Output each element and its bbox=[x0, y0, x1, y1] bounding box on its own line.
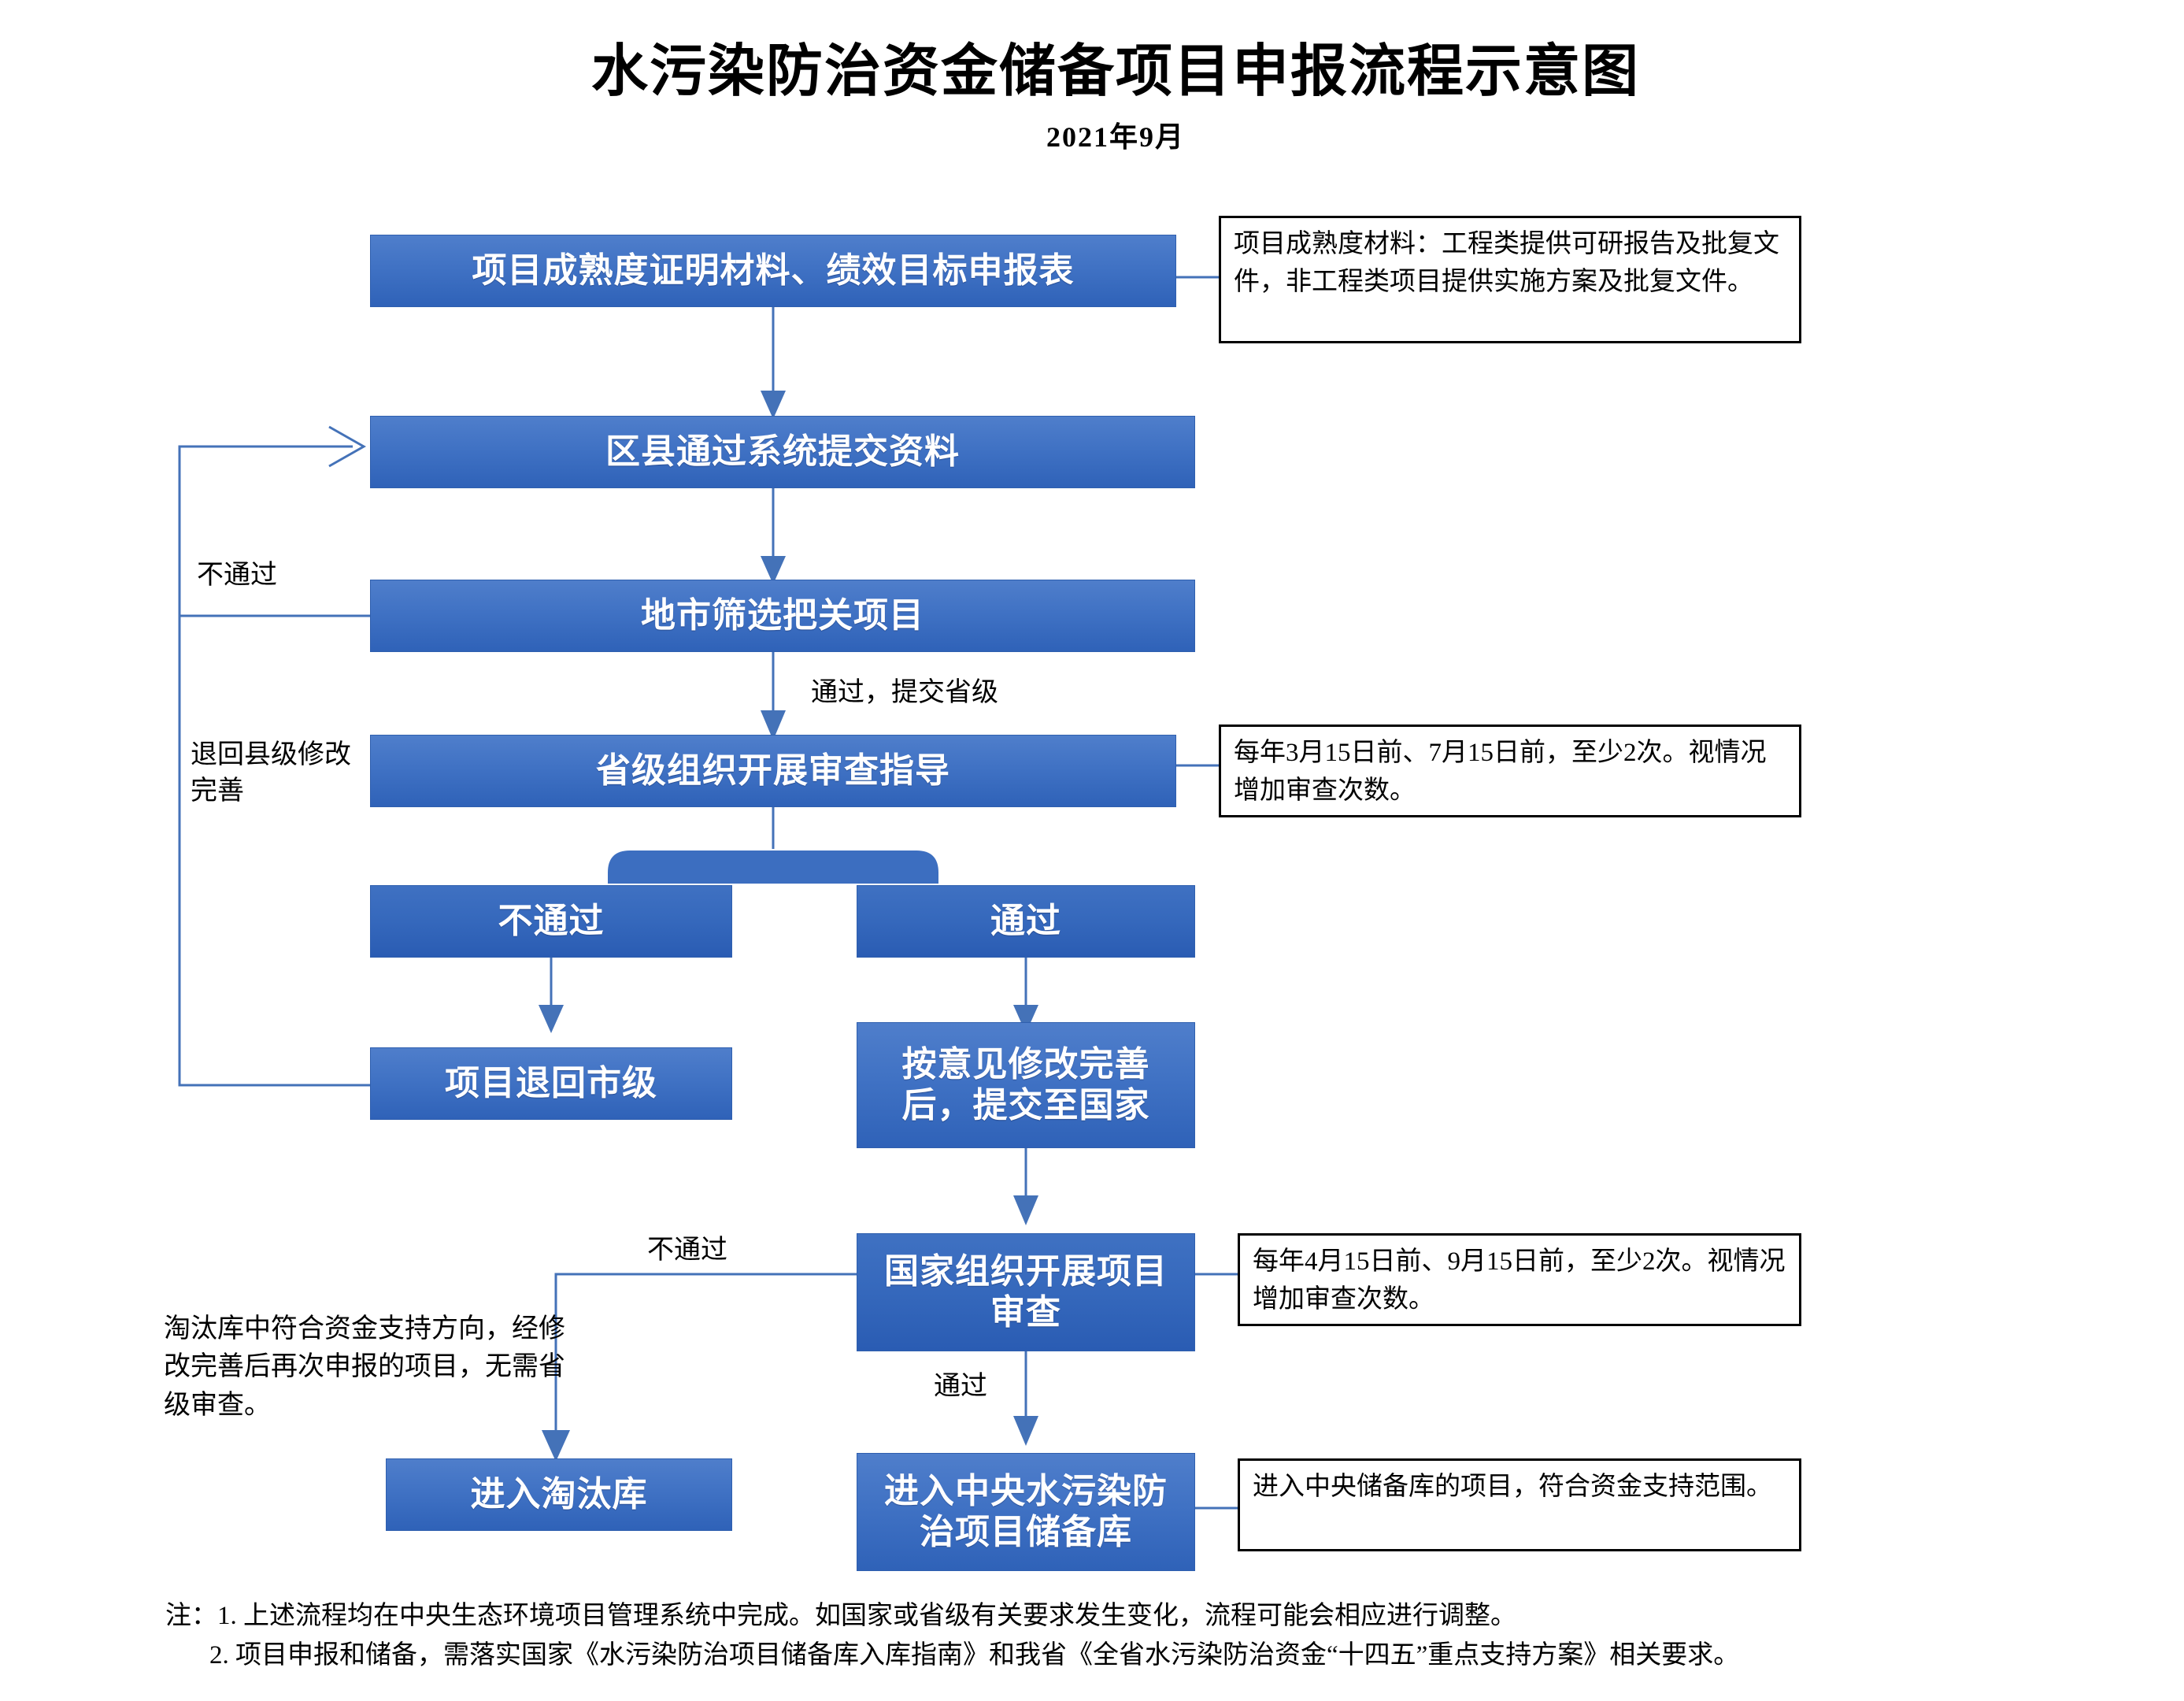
note-central-reserve: 进入中央储备库的项目，符合资金支持范围。 bbox=[1238, 1458, 1801, 1551]
node-province-fail[interactable]: 不通过 bbox=[370, 885, 732, 958]
page-subtitle: 2021年9月 bbox=[1046, 121, 1185, 153]
edge-label-return-county-revise: 退回县级修改完善 bbox=[191, 740, 351, 806]
edge-label-national-pass: 通过 bbox=[934, 1372, 987, 1401]
arrowhead-province-fail-down bbox=[539, 1005, 564, 1033]
note-national-review: 每年4月15日前、9月15日前，至少2次。视情况增加审查次数。 bbox=[1238, 1233, 1801, 1326]
note-materials: 项目成熟度材料：工程类提供可研报告及批复文件，非工程类项目提供实施方案及批复文件… bbox=[1219, 216, 1801, 343]
node-national-review[interactable]: 国家组织开展项目审查 bbox=[857, 1233, 1195, 1351]
split-bracket bbox=[608, 850, 938, 884]
edge-label-city-pass-to-province: 通过，提交省级 bbox=[811, 678, 998, 707]
arrowhead-national-fail-to-eliminated bbox=[542, 1430, 570, 1462]
arrowhead-city-fail-to-county bbox=[328, 425, 367, 468]
edge-label-national-fail: 不通过 bbox=[647, 1236, 727, 1265]
note-eliminated-library: 淘汰库中符合资金支持方向，经修改完善后再次申报的项目，无需省级审查。 bbox=[164, 1314, 565, 1420]
footer-line-2: 2. 项目申报和储备，需落实国家《水污染防治项目储备库入库指南》和我省《全省水污… bbox=[209, 1640, 1740, 1670]
arrowhead-revise-to-national bbox=[1013, 1195, 1038, 1225]
edge-national-fail-to-eliminated bbox=[554, 1273, 857, 1441]
note-province-review: 每年3月15日前、7月15日前，至少2次。视情况增加审查次数。 bbox=[1219, 724, 1801, 817]
node-province-review[interactable]: 省级组织开展审查指导 bbox=[370, 735, 1176, 807]
node-province-pass[interactable]: 通过 bbox=[857, 885, 1195, 958]
arrowhead-materials-to-county bbox=[761, 391, 786, 419]
node-city-screen[interactable]: 地市筛选把关项目 bbox=[370, 580, 1195, 652]
node-return-to-city[interactable]: 项目退回市级 bbox=[370, 1047, 732, 1120]
node-enter-central-reserve[interactable]: 进入中央水污染防治项目储备库 bbox=[857, 1453, 1195, 1571]
footer-line-1: 注：1. 上述流程均在中央生态环境项目管理系统中完成。如国家或省级有关要求发生变… bbox=[165, 1602, 1516, 1630]
node-materials[interactable]: 项目成熟度证明材料、绩效目标申报表 bbox=[370, 235, 1176, 307]
node-county-submit[interactable]: 区县通过系统提交资料 bbox=[370, 416, 1195, 488]
node-enter-eliminated[interactable]: 进入淘汰库 bbox=[386, 1458, 732, 1531]
page-title: 水污染防治资金储备项目申报流程示意图 bbox=[590, 40, 1640, 103]
arrowhead-national-pass-to-reserve bbox=[1013, 1416, 1038, 1446]
node-revise-submit-national[interactable]: 按意见修改完善后，提交至国家 bbox=[857, 1022, 1195, 1148]
edge-label-city-fail: 不通过 bbox=[197, 561, 277, 590]
footer-notes: 注：1. 上述流程均在中央生态环境项目管理系统中完成。如国家或省级有关要求发生变… bbox=[165, 1597, 2149, 1675]
